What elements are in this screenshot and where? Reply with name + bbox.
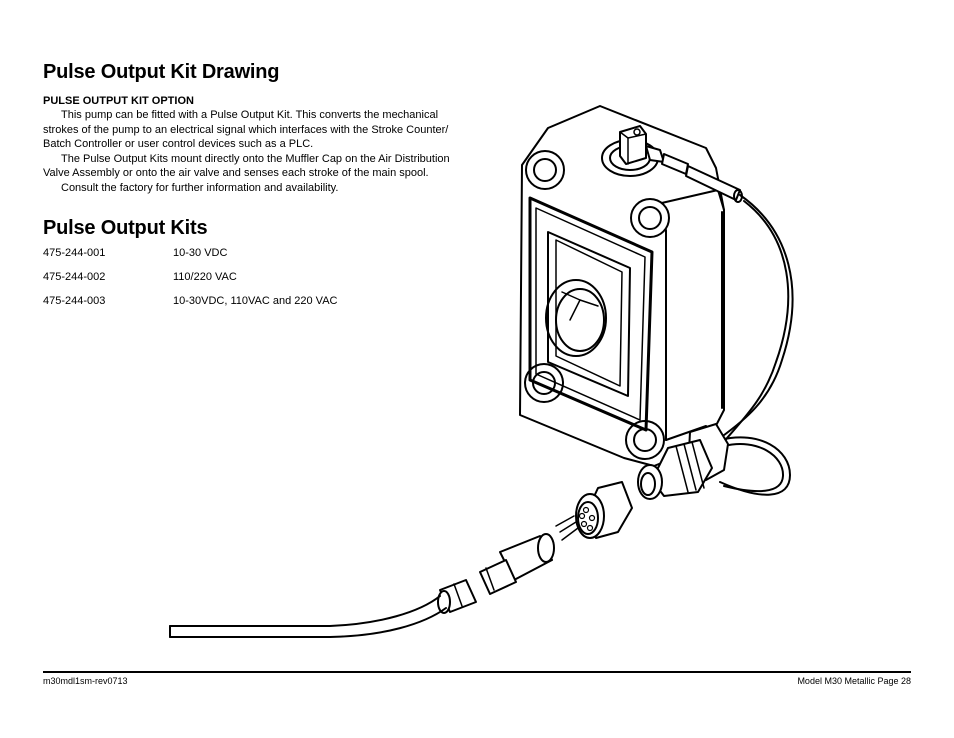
output-cable — [169, 595, 447, 638]
kit-row: 475-244-001 10-30 VDC — [43, 247, 463, 271]
pulse-output-kit-drawing — [169, 105, 794, 638]
option-title: PULSE OUTPUT KIT OPTION — [43, 95, 194, 107]
sensor-cable — [719, 194, 794, 496]
kit-part-number: 475-244-002 — [43, 271, 106, 283]
page-title: Pulse Output Kit Drawing — [43, 61, 280, 83]
kit-part-number: 475-244-001 — [43, 247, 106, 259]
page-number: Model M30 Metallic Page 28 — [797, 676, 911, 686]
kit-row: 475-244-002 110/220 VAC — [43, 271, 463, 295]
option-paragraph: This pump can be fitted with a Pulse Out… — [43, 109, 449, 151]
kit-row: 475-244-003 10-30VDC, 110VAC and 220 VAC — [43, 295, 463, 319]
kits-heading: Pulse Output Kits — [43, 217, 208, 239]
kits-list: 475-244-001 10-30 VDC 475-244-002 110/22… — [43, 247, 463, 319]
option-description: This pump can be fitted with a Pulse Out… — [43, 108, 471, 196]
footer-rule — [43, 671, 911, 673]
document-code: m30mdl1sm-rev0713 — [43, 676, 128, 686]
air-valve-housing — [519, 105, 743, 467]
option-paragraph: The Pulse Output Kits mount directly ont… — [43, 152, 450, 180]
kit-description: 10-30VDC, 110VAC and 220 VAC — [173, 295, 338, 307]
option-paragraph: Consult the factory for further informat… — [61, 181, 339, 194]
kit-description: 10-30 VDC — [173, 247, 228, 259]
cable-gland — [437, 533, 555, 614]
kit-description: 110/220 VAC — [173, 271, 237, 283]
mating-connector — [555, 481, 633, 541]
kit-part-number: 475-244-003 — [43, 295, 106, 307]
housing-connector — [637, 423, 729, 500]
